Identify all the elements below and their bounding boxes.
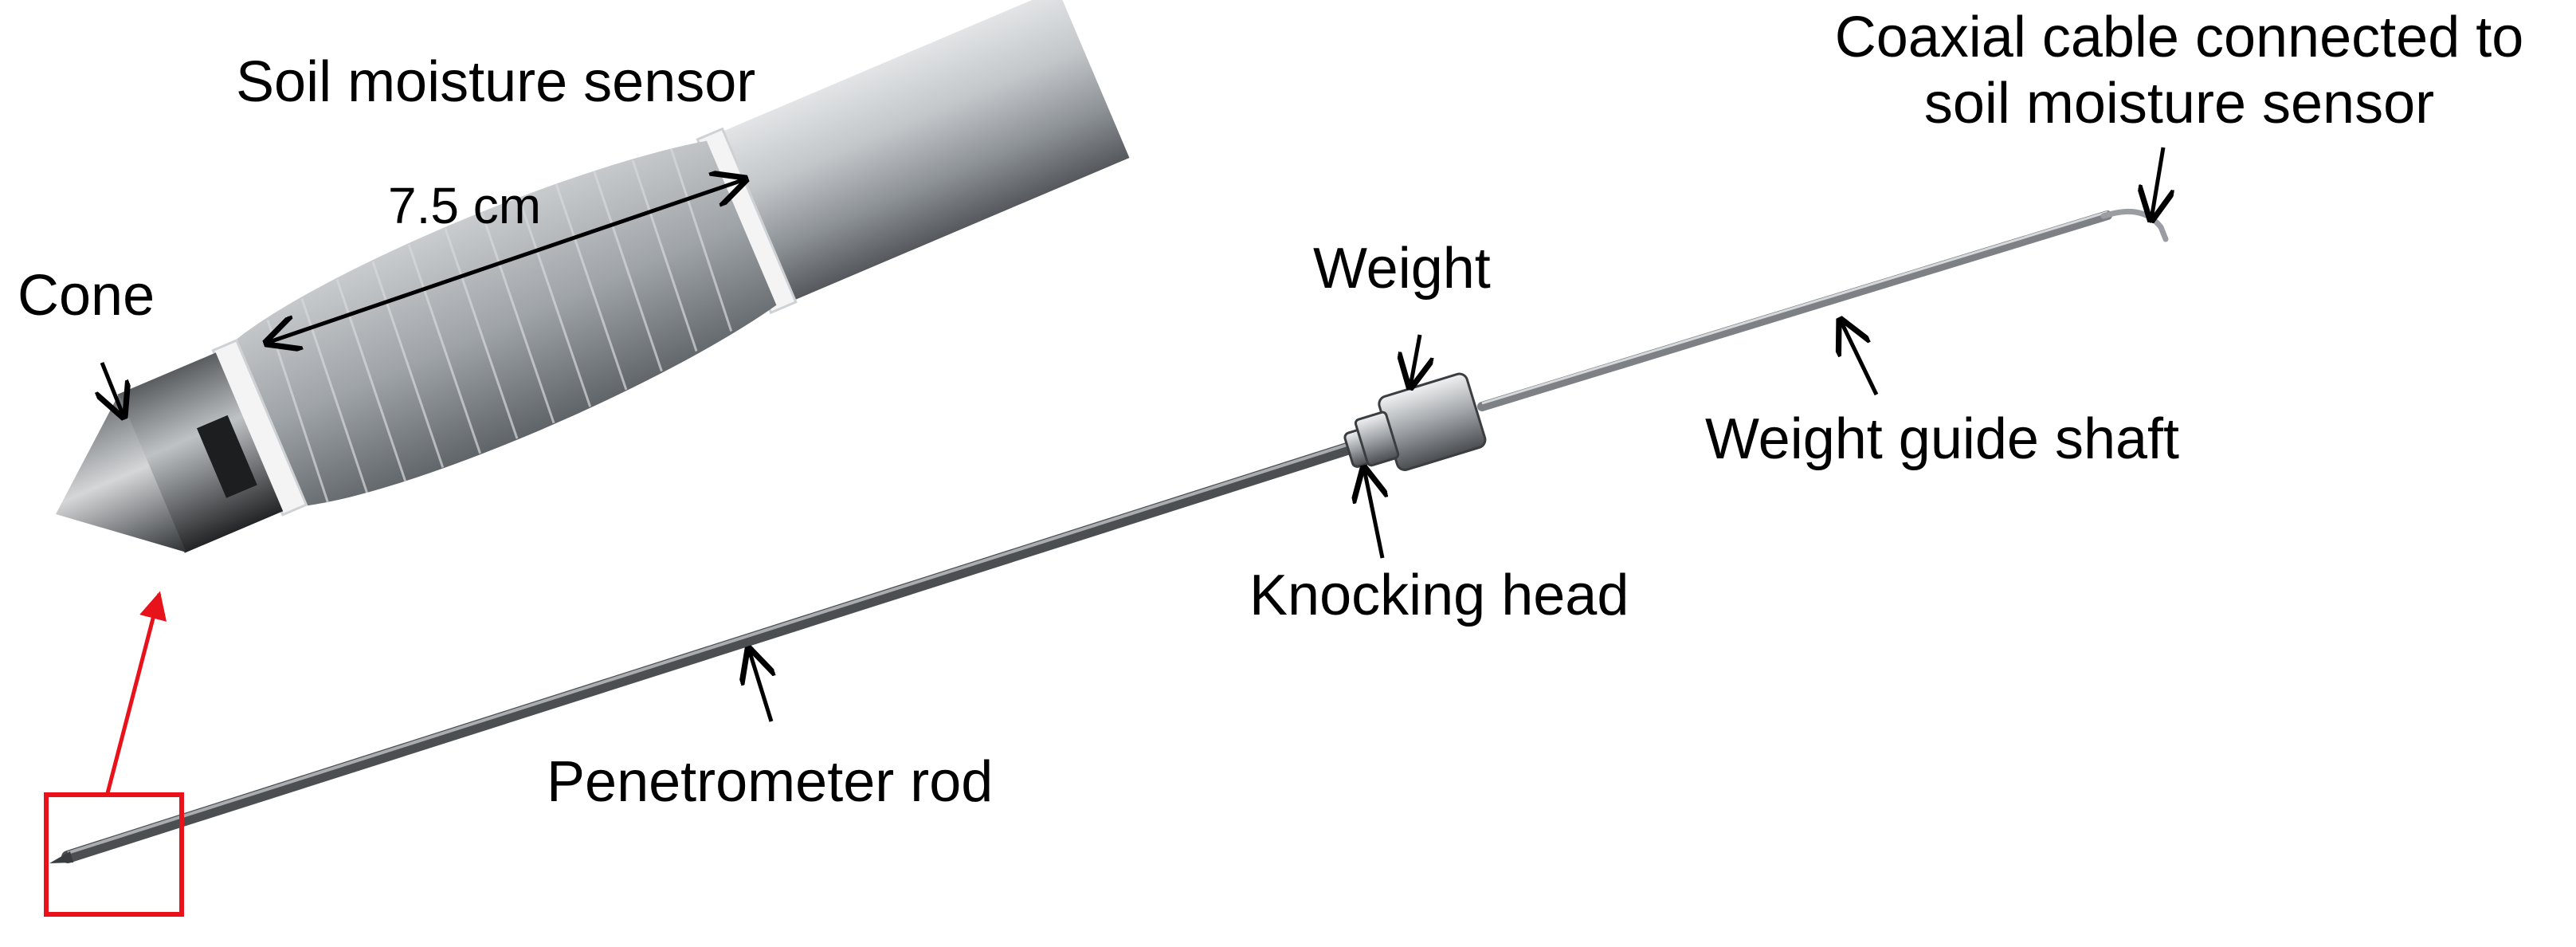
cable-arrow (2151, 147, 2163, 219)
penetrometer-rod (61, 440, 1361, 863)
guide-shaft-arrow (1841, 320, 1879, 396)
coaxial-cable (2100, 208, 2169, 242)
tip-highlight-box (44, 792, 184, 917)
soil-moisture-sensor-label: Soil moisture sensor (236, 50, 756, 114)
knocking-head-label: Knocking head (1249, 564, 1629, 627)
cable-label-line1: Coaxial cable connected to (1834, 6, 2524, 69)
cone-arrow (102, 362, 124, 416)
length-dimension-arrow (267, 179, 745, 343)
sensor-collar (117, 352, 284, 553)
cone-label: Cone (18, 264, 155, 328)
penetrometer (49, 208, 2169, 863)
cable-label: Coaxial cable connected to soil moisture… (1785, 5, 2574, 137)
cone-tip (56, 394, 186, 552)
tip-highlight-arrow (105, 591, 167, 794)
weight-arrow (1410, 334, 1420, 387)
weight (1354, 372, 1487, 471)
sensor-upper-tube (712, 0, 1130, 305)
penetrometer-rod-label: Penetrometer rod (547, 750, 994, 814)
weight-guide-shaft-label: Weight guide shaft (1705, 407, 2180, 471)
penetrometer-rod-arrow (749, 650, 771, 722)
rod-tip (49, 851, 73, 863)
length-label: 7.5 cm (388, 177, 542, 234)
knocking-head-arrow (1364, 469, 1382, 559)
cable-label-line2: soil moisture sensor (1923, 71, 2435, 136)
annotation-arrows (102, 147, 2163, 722)
sensor-collar-notch (196, 415, 257, 498)
weight-guide-shaft (1477, 210, 2112, 411)
weight-label: Weight (1313, 237, 1491, 301)
